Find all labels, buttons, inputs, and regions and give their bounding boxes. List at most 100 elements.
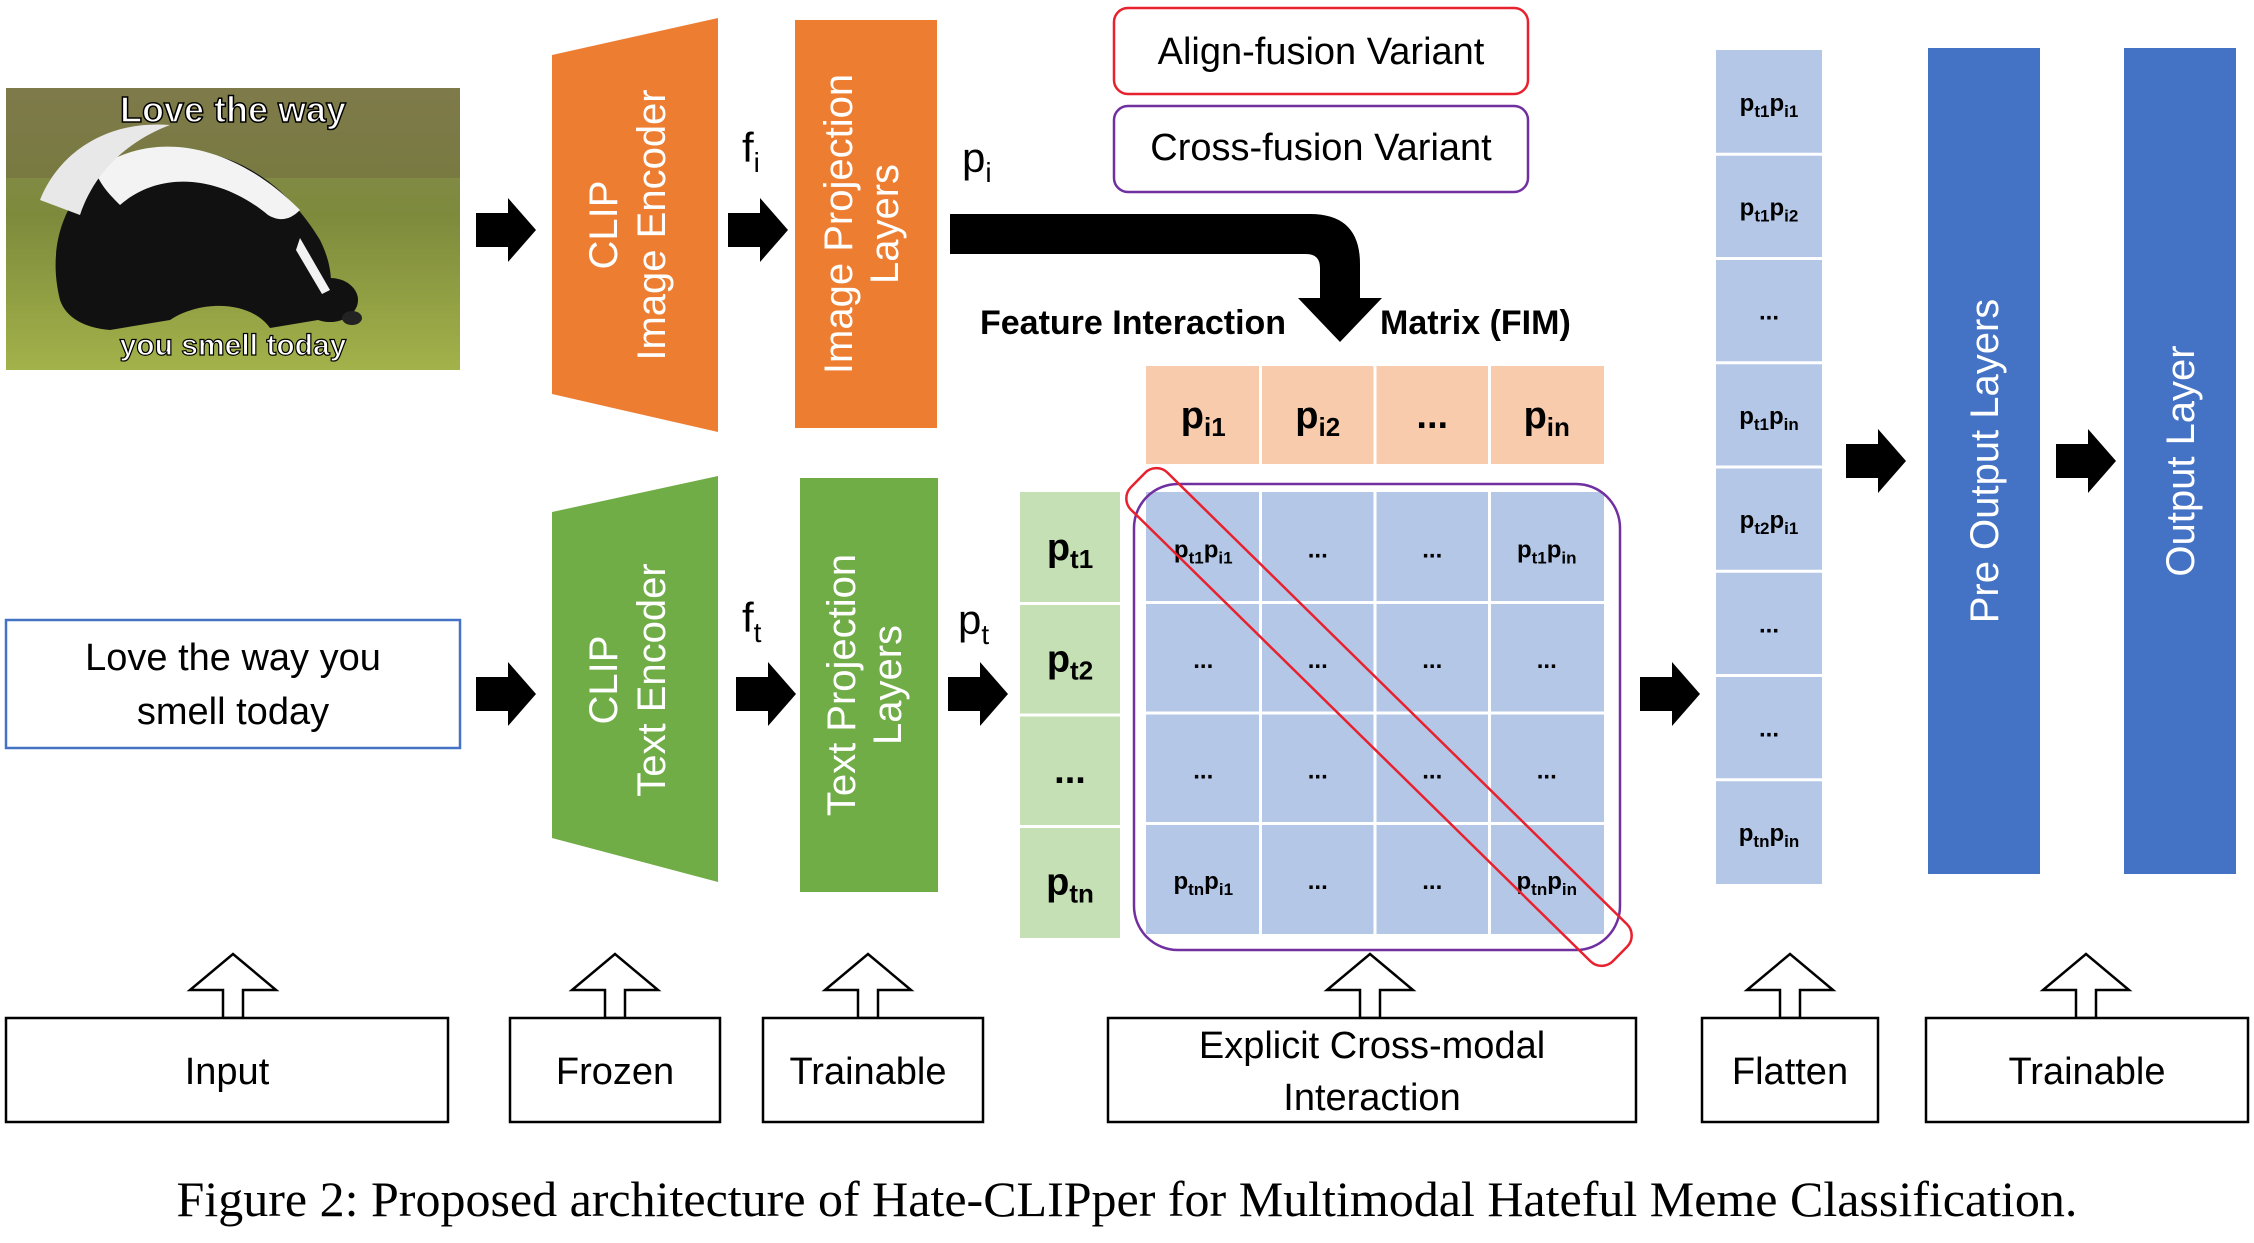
- up-arrow-icon: [2039, 952, 2133, 1020]
- cross-fusion-label: Cross-fusion Variant: [1150, 127, 1492, 169]
- fim-cell: ...: [1308, 868, 1328, 895]
- bottom-label-frozen: Frozen: [556, 1051, 674, 1093]
- bottom-label-trainable: Trainable: [789, 1051, 946, 1093]
- arrow-right-icon: [2056, 429, 2116, 493]
- flattened-cell: ptnpin: [1739, 820, 1800, 851]
- flattened-cell: pt1pi1: [1740, 90, 1799, 121]
- bottom-label-interaction-2: Interaction: [1283, 1077, 1460, 1119]
- fim-side-column: pt1 pt2... ptn: [1020, 492, 1120, 938]
- fim-cell: ...: [1422, 868, 1442, 895]
- fim-header-cells: pi1 pi2... pin: [1181, 366, 1570, 464]
- fim-cell: ptnpin: [1517, 868, 1578, 899]
- up-arrow-icon: [1323, 952, 1417, 1020]
- fim-cell: ...: [1422, 536, 1442, 563]
- input-text-line2: smell today: [137, 691, 329, 733]
- meme-top-text: Love the way: [120, 89, 346, 130]
- text-proj-line1: Text Projection: [820, 554, 864, 816]
- fim-side-cell: ...: [1054, 750, 1086, 792]
- image-proj-line2: Layers: [863, 164, 907, 284]
- clip-image-encoder: CLIP Image Encoder: [552, 18, 718, 432]
- text-proj-line2: Layers: [866, 625, 910, 745]
- cross-fusion-boundary: [1132, 482, 1622, 952]
- align-fusion-legend: Align-fusion Variant: [1112, 6, 1530, 96]
- bottom-labels: [4, 952, 2250, 1124]
- fim-grid: pt1pi1...... pt1pin......................…: [1125, 466, 1633, 968]
- arrow-right-icon: [476, 662, 536, 726]
- fim-side-cell: pt2: [1047, 638, 1093, 685]
- bottom-label-trainable-2: Trainable: [2008, 1051, 2165, 1093]
- fim-header-cell: pi2: [1295, 395, 1340, 442]
- meme-image: Love the way you smell today: [6, 88, 460, 370]
- flattened-cell: pt1pi2: [1740, 194, 1799, 225]
- fim-cell: ...: [1308, 757, 1328, 784]
- image-encoder-line1: CLIP: [582, 181, 626, 270]
- bottom-label-flatten: Flatten: [1732, 1051, 1848, 1093]
- fim-cell: ...: [1308, 536, 1328, 563]
- cross-fusion-legend: Cross-fusion Variant: [1112, 104, 1530, 194]
- input-text-box: Love the way you smell today: [4, 618, 462, 750]
- flattened-cell: pt2pi1: [1740, 507, 1799, 538]
- flattened-cell: pt1pin: [1739, 403, 1799, 434]
- flattened-vector: pt1pi1 pt1pi2... pt1pin pt2pi1...... ptnpin: [1716, 50, 1822, 884]
- fim-cell: pt1pin: [1517, 536, 1577, 567]
- bottom-label-interaction-1: Explicit Cross-modal: [1199, 1025, 1545, 1067]
- label-ft: ft: [742, 594, 762, 648]
- fim-side-cell: pt1: [1047, 527, 1093, 574]
- align-fusion-label: Align-fusion Variant: [1158, 31, 1485, 73]
- fim-title-left: Feature Interaction: [980, 304, 1286, 342]
- image-proj-line1: Image Projection: [817, 74, 861, 374]
- flattened-cell: ...: [1759, 611, 1779, 638]
- fim-cell: pt1pi1: [1174, 536, 1233, 567]
- fim-cell: ...: [1308, 647, 1328, 674]
- flattened-cell: ...: [1759, 716, 1779, 743]
- up-arrow-icon: [186, 952, 280, 1020]
- fim-header-row: pi1 pi2... pin: [1146, 366, 1604, 464]
- fim-side-cells: pt1 pt2... ptn: [1020, 527, 1120, 908]
- arrow-right-icon: [1846, 429, 1906, 493]
- fim-cell: ptnpi1: [1173, 868, 1233, 899]
- up-arrow-icon: [1743, 952, 1837, 1020]
- label-fi: fi: [742, 124, 760, 178]
- arrow-right-icon: [736, 662, 796, 726]
- fim-title-right: Matrix (FIM): [1380, 304, 1571, 342]
- bottom-label-input: Input: [185, 1051, 270, 1093]
- image-projection-layers: Image Projection Layers: [795, 20, 937, 428]
- text-encoder-line1: CLIP: [582, 636, 626, 725]
- fim-cell: ...: [1537, 647, 1557, 674]
- fim-cell: ...: [1422, 647, 1442, 674]
- flattened-cell: ...: [1759, 299, 1779, 326]
- pre-output-layers: Pre Output Layers: [1928, 48, 2040, 874]
- fim-cell: ...: [1193, 647, 1213, 674]
- fim-cell: ...: [1422, 757, 1442, 784]
- fim-side-cell: ptn: [1046, 861, 1094, 908]
- up-arrow-icon: [821, 952, 915, 1020]
- flattened-cells: pt1pi1 pt1pi2... pt1pin pt2pi1...... ptnpin: [1716, 90, 1822, 851]
- meme-bottom-text: you smell today: [120, 329, 347, 362]
- text-encoder-line2: Text Encoder: [630, 563, 674, 796]
- text-projection-layers: Text Projection Layers: [800, 478, 938, 892]
- label-pi: pi: [962, 134, 992, 188]
- align-fusion-diagonal: [1125, 466, 1633, 968]
- pre-output-label: Pre Output Layers: [1963, 299, 2007, 624]
- output-layer: Output Layer: [2124, 48, 2236, 874]
- variable-labels: fi pi ft pt: [742, 124, 992, 650]
- block-arrows: [476, 198, 2116, 726]
- clip-text-encoder: CLIP Text Encoder: [552, 476, 718, 882]
- fim-header-cell: pi1: [1181, 395, 1226, 442]
- fim-cell: ...: [1537, 757, 1557, 784]
- fim-header-cell: pin: [1524, 395, 1570, 442]
- arrow-right-icon: [728, 198, 788, 262]
- output-label: Output Layer: [2159, 345, 2203, 576]
- arrow-right-icon: [1640, 662, 1700, 726]
- fim-header-cell: ...: [1416, 395, 1448, 437]
- label-pt: pt: [958, 596, 989, 650]
- fim-cell: ...: [1193, 757, 1213, 784]
- arrow-right-icon: [948, 662, 1008, 726]
- up-arrow-icon: [568, 952, 662, 1020]
- figure-caption: Figure 2: Proposed architecture of Hate-…: [176, 1171, 2078, 1227]
- bent-arrow-icon: [950, 214, 1382, 342]
- input-text-line1: Love the way you: [85, 637, 381, 679]
- arrow-right-icon: [476, 198, 536, 262]
- image-encoder-line2: Image Encoder: [630, 89, 674, 360]
